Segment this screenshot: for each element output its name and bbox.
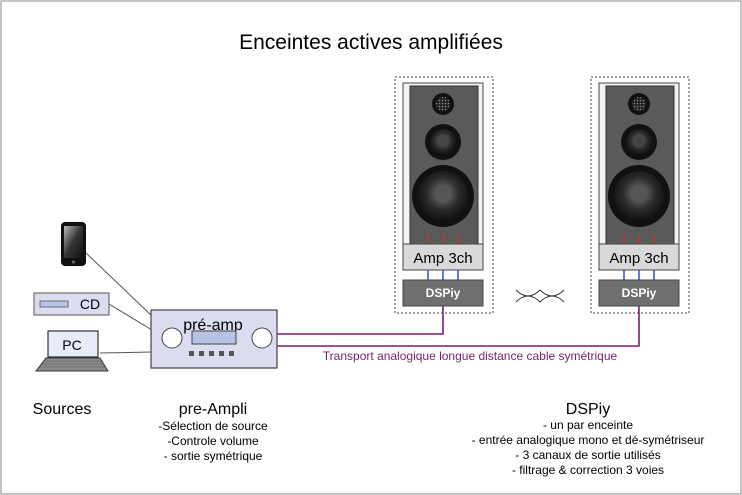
dspiy-feature-1: - un par enceinte [543,418,633,432]
speaker-2-amp-label: Amp 3ch [609,250,668,267]
laptop-icon: PC [34,330,109,372]
pc-label: PC [62,337,81,353]
pc-link [99,351,153,354]
cable-to-speaker-2 [277,306,640,347]
preamp-buttons [189,351,234,356]
dspiy-feature-4: - filtrage & correction 3 voies [512,463,664,477]
preamp-feature-3: - sortie symétrique [164,449,263,463]
speaker-2-enclosure-outline [590,76,690,314]
more-speakers-symbol [515,289,565,303]
cd-tray [39,300,69,308]
speaker-1: Amp 3ch DSPiy [394,76,494,314]
speaker-2-amp-box [598,243,680,271]
cd-player: CD [33,292,110,316]
preamp-feature-2: -Controle volume [167,434,259,448]
preamp-device-label: pré-amp [183,317,243,334]
speaker-2-dsp-label: DSPiy [622,286,657,300]
cable-label: Transport analogique longue distance cab… [323,349,618,363]
speaker-1-dsp-box [402,279,484,307]
preamp-display [191,330,237,345]
cable-to-speaker-1 [277,306,444,335]
speaker-1-enclosure-outline [394,76,494,314]
cd-label: CD [80,296,100,312]
balanced-cables [277,306,640,347]
speaker-1-amp-box [402,243,484,271]
preamp-feature-1: -Sélection de source [158,419,268,433]
dspiy-feature-2: - entrée analogique mono et dé-symétrise… [472,433,705,447]
preamp-device: pré-amp [150,309,278,369]
speaker-1-amp-label: Amp 3ch [413,250,472,267]
speaker-2: Amp 3ch DSPiy [590,76,690,314]
sources-caption: Sources [33,401,92,418]
phone-icon [61,222,86,266]
preamp-knob-right [251,327,273,349]
preamp-knob-left [161,327,183,349]
speaker-2-dsp-box [598,279,680,307]
preamp-caption: pre-Ampli [179,401,247,418]
speaker-1-dsp-label: DSPiy [426,286,461,300]
cd-player-body [33,292,110,316]
dspiy-feature-3: - 3 canaux de sortie utilisés [515,448,660,462]
dspiy-caption: DSPiy [566,401,610,418]
diagram-title: Enceintes actives amplifiées [239,31,503,54]
phone-link [85,252,153,317]
cd-link [108,303,153,331]
